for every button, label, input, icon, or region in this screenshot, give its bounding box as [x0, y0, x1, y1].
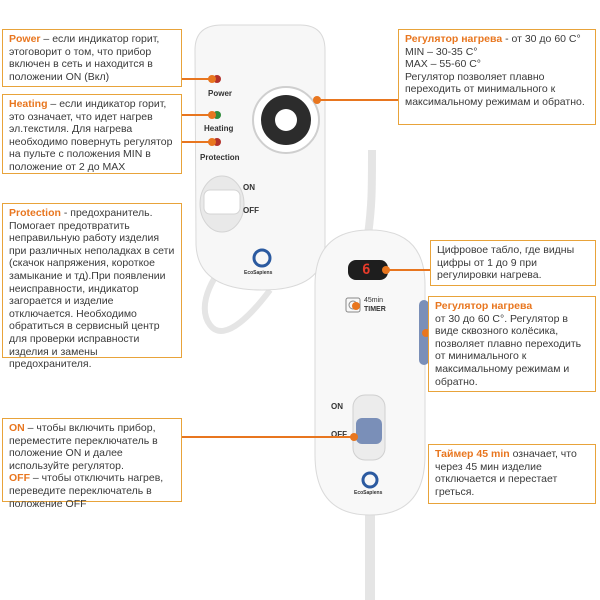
heating-led-label: Heating — [204, 124, 234, 133]
leader-protection — [180, 138, 216, 146]
top-on-label: ON — [243, 183, 255, 192]
callout-protection-text: - предохранитель. Помогает предотвратить… — [9, 207, 175, 371]
bottom-off-label: OFF — [331, 430, 347, 439]
callout-regulator-top-text: Регулятор позволяет плавно переходить от… — [405, 70, 585, 108]
callout-power: Power – если индикатор горит, этоговорит… — [2, 29, 182, 87]
callout-protection: Protection - предохранитель. Помогает пр… — [2, 203, 182, 370]
leader-regulator-bottom — [422, 329, 430, 337]
bottom-logo-text: EcoSapiens — [354, 490, 383, 496]
heat-dial[interactable] — [253, 87, 319, 153]
callout-regulator-top-range: - от 30 до 60 С° — [502, 33, 581, 45]
top-logo-text: EcoSapiens — [244, 270, 273, 276]
power-led — [213, 75, 221, 83]
callout-heating: Heating – если индикатор горит, это озна… — [2, 94, 182, 174]
leader-power — [180, 75, 216, 83]
timer-label-top: 45min — [364, 297, 384, 304]
digital-display: 6 — [362, 262, 371, 278]
leader-regulator-top — [313, 96, 398, 104]
callout-regulator-top-max: MAX – 55-60 С° — [405, 58, 481, 71]
heating-led — [213, 111, 221, 119]
callout-display: Цифровое табло, где видны цифры от 1 до … — [430, 240, 596, 286]
top-power-switch[interactable] — [204, 190, 240, 214]
leader-switch — [180, 433, 358, 441]
callout-switch-on-title: ON — [9, 422, 25, 434]
protection-led-label: Protection — [200, 153, 240, 162]
callout-power-title: Power — [9, 33, 41, 45]
callout-regulator-bottom-text: от 30 до 60 С°. Регулятор в виде сквозно… — [435, 312, 582, 388]
callout-timer-title: Таймер 45 min — [435, 448, 510, 460]
callout-display-text: Цифровое табло, где видны цифры от 1 до … — [437, 244, 575, 282]
top-off-label: OFF — [243, 206, 259, 215]
callout-regulator-top: Регулятор нагрева - от 30 до 60 С° MIN –… — [398, 29, 596, 125]
callout-protection-title: Protection — [9, 207, 61, 219]
callout-timer-text: означает, что через 45 мин изделие отклю… — [435, 448, 577, 498]
callout-regulator-bottom-title: Регулятор нагрева — [435, 300, 533, 312]
leader-heating — [180, 111, 216, 119]
callout-regulator-top-min: MIN – 30-35 С° — [405, 45, 478, 58]
callout-switch-on-text: – чтобы включить прибор, переместите пер… — [9, 422, 158, 472]
timer-label-bottom: TIMER — [364, 306, 386, 313]
bottom-power-slider[interactable] — [353, 395, 385, 460]
callout-heating-text: – если индикатор горит, это означает, чт… — [9, 98, 173, 173]
callout-timer: Таймер 45 min означает, что через 45 мин… — [428, 444, 596, 504]
callout-switch-off-title: OFF — [9, 472, 30, 485]
callout-regulator-bottom: Регулятор нагрева от 30 до 60 С°. Регуля… — [428, 296, 596, 392]
callout-heating-title: Heating — [9, 98, 48, 110]
callout-switch-off-text: – чтобы отключить нагрев, переведите пер… — [9, 472, 164, 510]
callout-power-text: – если индикатор горит, этоговорит о том… — [9, 33, 160, 83]
callout-regulator-top-title: Регулятор нагрева — [405, 33, 503, 45]
power-led-label: Power — [208, 89, 233, 98]
protection-led — [213, 138, 221, 146]
leader-display — [382, 266, 430, 274]
bottom-on-label: ON — [331, 402, 343, 411]
callout-switch: ON – чтобы включить прибор, переместите … — [2, 418, 182, 510]
